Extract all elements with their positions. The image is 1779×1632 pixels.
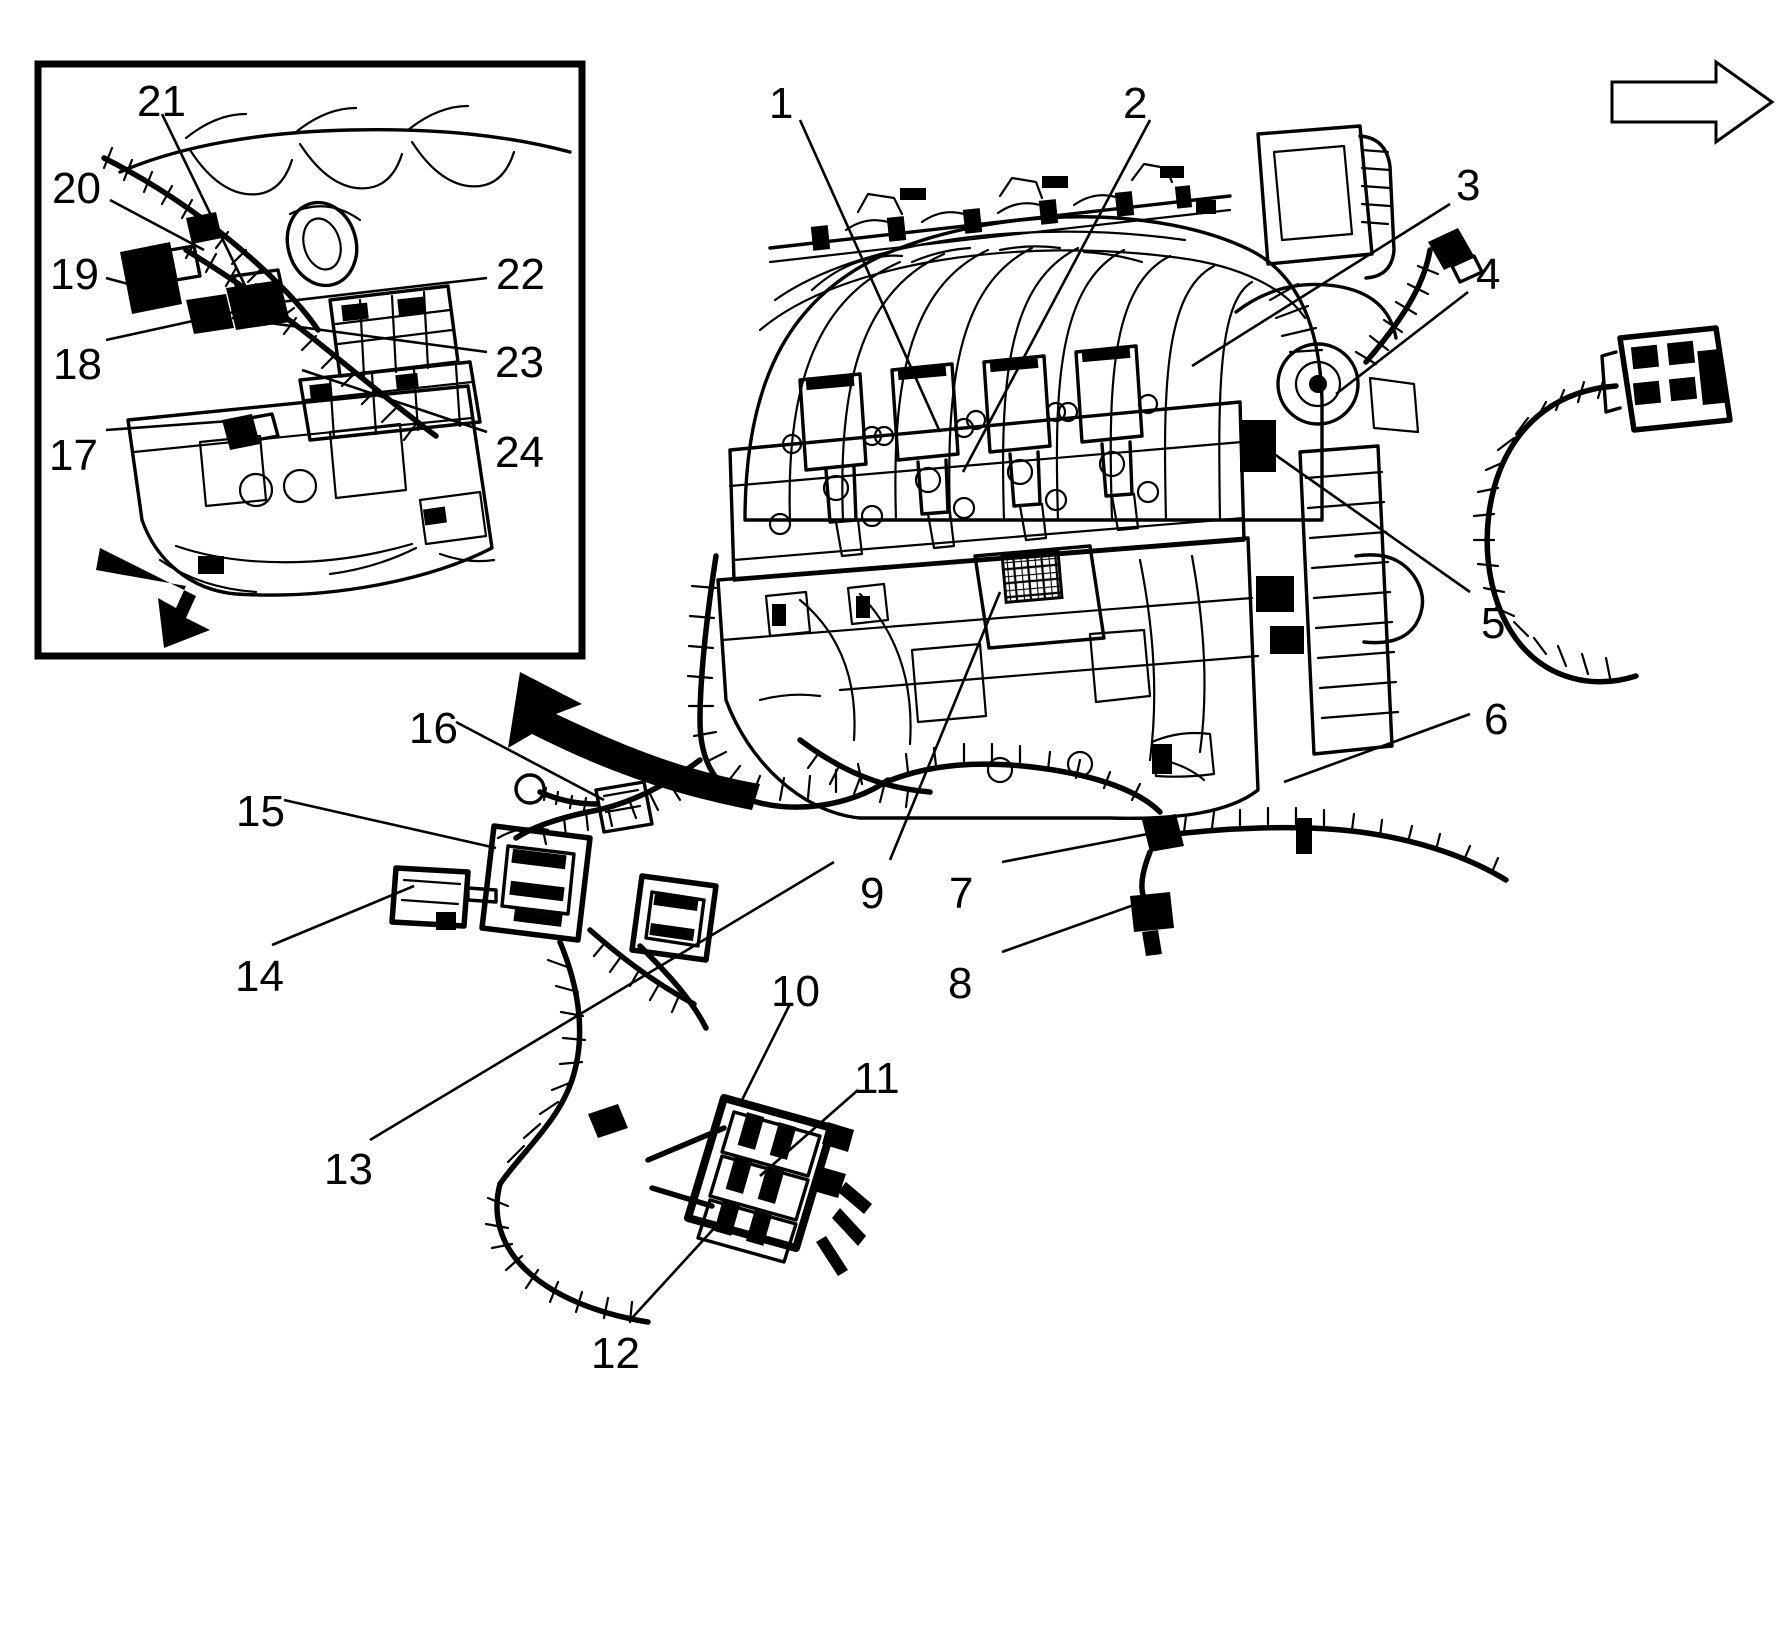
callout-7: 7 [949,869,974,918]
leader-3 [1191,202,1451,368]
right-harness-conduit [1472,376,1639,685]
intake-manifold [743,215,1324,522]
callout-17: 17 [49,431,98,480]
connector-15 [479,823,593,943]
leader-lines-harness [271,720,859,1319]
inset-detail-23 [328,284,460,378]
callout-2: 2 [1123,79,1148,128]
callout-1: 1 [769,79,794,128]
leader-6 [1283,712,1471,784]
callout-18: 18 [53,340,102,389]
leader-17 [105,418,245,432]
harness-retainer-clip [588,1104,628,1138]
leader-2 [961,119,1152,473]
leader-13 [369,860,835,1142]
callout-11: 11 [854,1054,900,1103]
callout-21: 21 [137,77,186,126]
leader-lines-main [798,119,1471,954]
callout-10: 10 [771,967,820,1016]
detail-transfer-arrow [508,672,760,810]
inset-contents [101,104,572,597]
leader-8 [1001,898,1149,954]
leader-lines-inset [105,113,488,434]
callout-16: 16 [409,704,458,753]
callout-12: 12 [591,1329,640,1378]
leader-19 [105,276,159,294]
fuel-rail [768,162,1232,264]
leader-4 [1335,290,1469,396]
upper-right-branch-conduit [1354,228,1484,366]
callout-19: 19 [50,250,99,299]
callout-6: 6 [1484,695,1509,744]
o2-connector [1142,814,1184,852]
leader-18 [105,306,253,342]
callout-22: 22 [496,250,545,299]
leader-20 [109,198,205,252]
main-harness-trunk [686,553,1163,815]
detached-harness-assembly [389,672,872,1325]
leader-24 [301,368,488,434]
inset-connector-19 [120,242,202,314]
callout-5: 5 [1481,599,1506,648]
callout-23: 23 [495,338,544,387]
engine-block [716,536,1260,820]
leader-1 [798,119,942,433]
leader-12 [631,1223,719,1319]
harness-conduit-upper [513,757,703,846]
callout-9: 9 [860,869,885,918]
detail-view-inset [34,60,586,660]
drive-pulley [1276,342,1360,426]
view-direction-arrow [1610,59,1775,145]
cooler-fins [1298,444,1400,756]
leader-9 [888,591,1002,861]
inset-direction-arrow [96,548,210,648]
harness-conduit-main [484,939,651,1325]
leader-5 [1239,428,1471,594]
engine-assembly [686,124,1733,956]
leader-11 [759,1089,859,1177]
ignition-coils [781,344,1159,558]
block-detail-clutter [758,582,890,702]
oxygen-sensor-harness [1130,806,1509,956]
leader-16 [455,720,605,802]
connector-secondary-block [629,873,719,963]
leader-22 [245,276,488,308]
callout-3: 3 [1456,161,1481,210]
callout-20: 20 [52,164,101,213]
leader-21 [160,113,254,301]
leader-15 [283,798,497,850]
callout-8: 8 [948,959,973,1008]
callout-14: 14 [235,952,284,1001]
relay-box [973,544,1106,650]
callout-13: 13 [324,1145,373,1194]
inset-detail-24 [298,360,482,442]
leader-10 [740,1003,792,1101]
connector-14 [389,865,498,930]
leader-7 [1001,830,1159,864]
harness-trunk-lower-leg [797,737,933,809]
callout-15: 15 [236,787,285,836]
alternator-accessory-stack [1234,124,1425,756]
leader-14 [271,884,415,947]
leader-23 [231,316,488,354]
pcm-connector-cluster [645,1094,872,1276]
callout-24: 24 [495,428,544,477]
inset-throttle-body [285,200,362,288]
main-bulkhead-connector [1600,325,1733,433]
callout-4: 4 [1476,250,1501,299]
connector-16 [514,773,654,834]
inset-lower-housing [126,384,494,597]
